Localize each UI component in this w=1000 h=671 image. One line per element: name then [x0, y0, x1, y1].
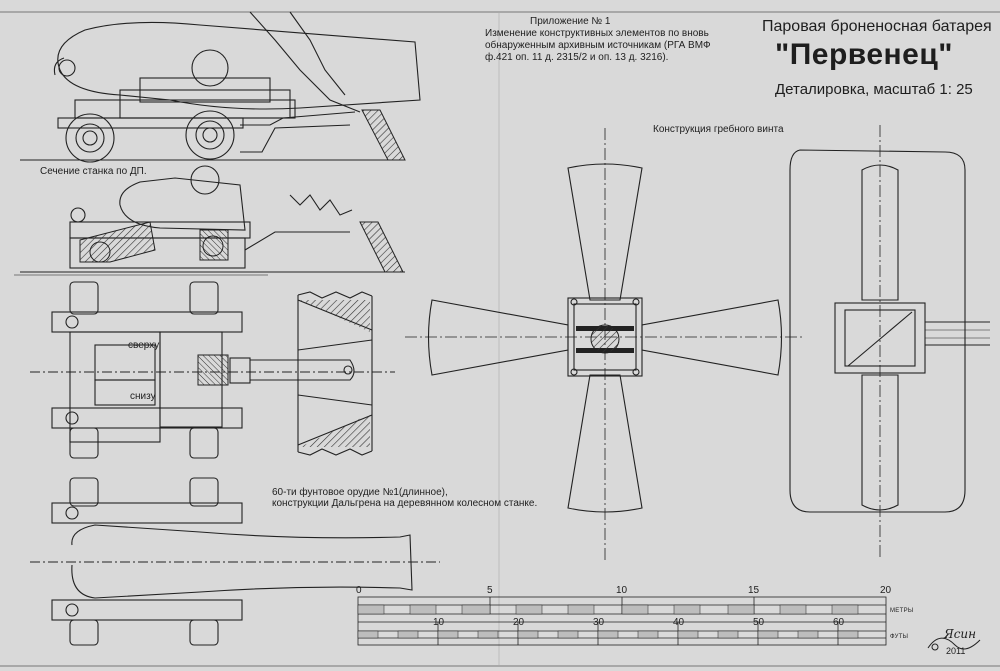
signature-mark: [927, 637, 981, 651]
axle-section-2: [202, 235, 224, 257]
port-hatch-top: [300, 300, 370, 332]
meters-tick-15: 15: [748, 585, 760, 596]
feet-tick-60: 60: [833, 617, 845, 628]
signature-year: 2011: [946, 646, 966, 656]
feet-tick-30: 30: [593, 617, 605, 628]
meters-tick-10: 10: [616, 585, 628, 596]
ship-name: "Первенец": [775, 38, 953, 71]
scale-subtitle: Деталировка, масштаб 1: 25: [775, 81, 973, 98]
appendix-number: Приложение № 1: [530, 16, 611, 27]
propeller-label: Конструкция гребного винта: [653, 124, 784, 135]
section-label: Сечение станка по ДП.: [40, 166, 147, 177]
appendix-note-line3: ф.421 оп. 11 д. 2315/2 и оп. 13 д. 3216)…: [485, 52, 669, 63]
feet-tick-40: 40: [673, 617, 685, 628]
appendix-note-line1: Изменение конструктивных элементов по вн…: [485, 28, 709, 39]
top-view-label: сверху: [128, 340, 160, 351]
propeller-shaft-hatch: [590, 324, 620, 354]
deck-section-hatch-1: [361, 109, 406, 161]
signature-name: Ясин: [944, 627, 977, 641]
deck-section-hatch-2: [359, 221, 404, 273]
axle-section-1: [89, 241, 111, 263]
propeller-side-view: [789, 125, 990, 560]
feet-unit: ФУТЫ: [890, 634, 909, 640]
meters-tick-20: 20: [880, 585, 892, 596]
feet-tick-10: 10: [433, 617, 445, 628]
gun-caption-line1: 60-ти фунтовое орудие №1(длинное),: [272, 487, 448, 498]
meters-unit: МЕТРЫ: [890, 608, 914, 614]
meters-tick-5: 5: [487, 585, 493, 596]
sheet-border: [0, 11, 1000, 667]
plan-hatch-block: [197, 354, 229, 386]
carriage-section-view: [20, 165, 405, 273]
port-hatch-bottom: [300, 414, 370, 447]
scale-bar-fill: [357, 604, 859, 639]
long-gun-view: [30, 477, 440, 646]
gun-caption-line2: конструкции Дальгрена на деревянном коле…: [272, 498, 538, 509]
feet-tick-50: 50: [753, 617, 765, 628]
meters-tick-0: 0: [356, 585, 362, 596]
feet-tick-20: 20: [513, 617, 525, 628]
breech-section-hatch: [79, 221, 156, 263]
bottom-view-label: снизу: [130, 391, 156, 402]
gun-side-view: [20, 11, 421, 163]
appendix-note-line2: обнаруженным архивным источникам (РГА ВМ…: [485, 40, 711, 51]
title-line1: Паровая броненосная батарея: [762, 18, 992, 35]
